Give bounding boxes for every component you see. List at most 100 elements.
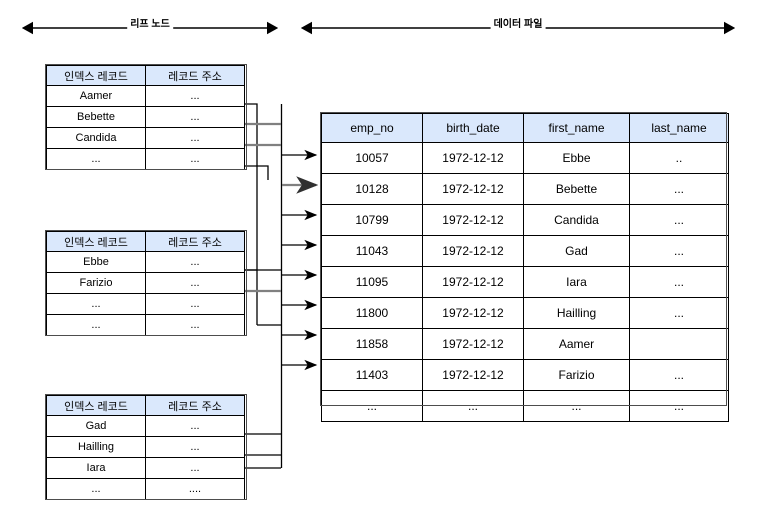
index-record-cell: Aamer <box>46 85 146 107</box>
birth-date-cell: 1972-12-12 <box>422 266 524 298</box>
column-header-emp-no: emp_no <box>321 113 423 143</box>
record-address-cell: ... <box>145 436 245 458</box>
table-header-row: emp_no birth_date first_name last_name <box>321 113 729 143</box>
table-row: 10799 1972-12-12 Candida ... <box>321 204 729 236</box>
record-address-cell: .... <box>145 478 245 500</box>
record-address-cell: ... <box>145 251 245 273</box>
leaf-node-span-arrow: 리프 노드 <box>21 18 279 42</box>
column-header-index-record: 인덱스 레코드 <box>46 65 146 86</box>
last-name-cell: ... <box>629 390 729 422</box>
index-record-cell: Bebette <box>46 106 146 128</box>
index-record-cell: ... <box>46 478 146 500</box>
index-record-cell: Ebbe <box>46 251 146 273</box>
column-header-record-address: 레코드 주소 <box>145 231 245 252</box>
record-address-cell: ... <box>145 457 245 479</box>
column-header-birth-date: birth_date <box>422 113 524 143</box>
record-address-cell: ... <box>145 127 245 149</box>
table-row: 11095 1972-12-12 Iara ... <box>321 266 729 298</box>
index-record-cell: ... <box>46 148 146 170</box>
leaf-node-table-1: 인덱스 레코드 레코드 주소 Aamer ... Bebette ... Can… <box>46 65 245 170</box>
record-address-cell: ... <box>145 85 245 107</box>
leaf-node-table-3: 인덱스 레코드 레코드 주소 Gad ... Hailling ... Iara… <box>46 395 245 500</box>
table-row: ... .... <box>46 478 245 500</box>
data-file-label: 데이터 파일 <box>490 18 546 32</box>
data-file-table: emp_no birth_date first_name last_name 1… <box>321 113 729 422</box>
last-name-cell: ... <box>629 359 729 391</box>
table-row: Ebbe ... <box>46 251 245 273</box>
emp-no-cell: ... <box>321 390 423 422</box>
table-row: ... ... ... ... <box>321 390 729 422</box>
emp-no-cell: 11043 <box>321 235 423 267</box>
record-address-cell: ... <box>145 106 245 128</box>
table-row: Farizio ... <box>46 272 245 294</box>
last-name-cell <box>629 328 729 360</box>
first-name-cell: Hailling <box>523 297 630 329</box>
table-header-row: 인덱스 레코드 레코드 주소 <box>46 65 245 86</box>
last-name-cell: ... <box>629 297 729 329</box>
column-header-index-record: 인덱스 레코드 <box>46 231 146 252</box>
birth-date-cell: 1972-12-12 <box>422 204 524 236</box>
table-row: Aamer ... <box>46 85 245 107</box>
table-row: ... ... <box>46 314 245 336</box>
data-file-span-arrow: 데이터 파일 <box>300 18 736 42</box>
column-header-last-name: last_name <box>629 113 729 143</box>
birth-date-cell: 1972-12-12 <box>422 142 524 174</box>
birth-date-cell: ... <box>422 390 524 422</box>
birth-date-cell: 1972-12-12 <box>422 297 524 329</box>
emp-no-cell: 11095 <box>321 266 423 298</box>
column-header-record-address: 레코드 주소 <box>145 395 245 416</box>
index-record-cell: Iara <box>46 457 146 479</box>
last-name-cell: .. <box>629 142 729 174</box>
emp-no-cell: 11858 <box>321 328 423 360</box>
leaf-node-label: 리프 노드 <box>127 18 173 32</box>
first-name-cell: Iara <box>523 266 630 298</box>
record-address-cell: ... <box>145 148 245 170</box>
table-row: 11858 1972-12-12 Aamer <box>321 328 729 360</box>
table-row: Iara ... <box>46 457 245 479</box>
first-name-cell: Farizio <box>523 359 630 391</box>
emp-no-cell: 10128 <box>321 173 423 205</box>
index-record-cell: Farizio <box>46 272 146 294</box>
leaf-node-table-2: 인덱스 레코드 레코드 주소 Ebbe ... Farizio ... ... … <box>46 231 245 336</box>
emp-no-cell: 11403 <box>321 359 423 391</box>
birth-date-cell: 1972-12-12 <box>422 359 524 391</box>
birth-date-cell: 1972-12-12 <box>422 328 524 360</box>
first-name-cell: Bebette <box>523 173 630 205</box>
column-header-first-name: first_name <box>523 113 630 143</box>
table-row: Hailling ... <box>46 436 245 458</box>
emp-no-cell: 10057 <box>321 142 423 174</box>
last-name-cell: ... <box>629 204 729 236</box>
birth-date-cell: 1972-12-12 <box>422 173 524 205</box>
first-name-cell: Ebbe <box>523 142 630 174</box>
record-address-cell: ... <box>145 314 245 336</box>
table-row: 11800 1972-12-12 Hailling ... <box>321 297 729 329</box>
table-header-row: 인덱스 레코드 레코드 주소 <box>46 231 245 252</box>
table-row: Gad ... <box>46 415 245 437</box>
table-row: ... ... <box>46 148 245 170</box>
index-record-cell: Hailling <box>46 436 146 458</box>
last-name-cell: ... <box>629 235 729 267</box>
table-row: Bebette ... <box>46 106 245 128</box>
last-name-cell: ... <box>629 173 729 205</box>
record-address-cell: ... <box>145 293 245 315</box>
emp-no-cell: 10799 <box>321 204 423 236</box>
emp-no-cell: 11800 <box>321 297 423 329</box>
column-header-record-address: 레코드 주소 <box>145 65 245 86</box>
index-record-cell: Gad <box>46 415 146 437</box>
table-row: 10128 1972-12-12 Bebette ... <box>321 173 729 205</box>
record-address-cell: ... <box>145 272 245 294</box>
table-header-row: 인덱스 레코드 레코드 주소 <box>46 395 245 416</box>
index-record-cell: ... <box>46 314 146 336</box>
index-record-cell: ... <box>46 293 146 315</box>
table-row: Candida ... <box>46 127 245 149</box>
table-row: 10057 1972-12-12 Ebbe .. <box>321 142 729 174</box>
first-name-cell: ... <box>523 390 630 422</box>
table-row: ... ... <box>46 293 245 315</box>
birth-date-cell: 1972-12-12 <box>422 235 524 267</box>
first-name-cell: Candida <box>523 204 630 236</box>
first-name-cell: Gad <box>523 235 630 267</box>
column-header-index-record: 인덱스 레코드 <box>46 395 146 416</box>
record-address-cell: ... <box>145 415 245 437</box>
table-row: 11403 1972-12-12 Farizio ... <box>321 359 729 391</box>
